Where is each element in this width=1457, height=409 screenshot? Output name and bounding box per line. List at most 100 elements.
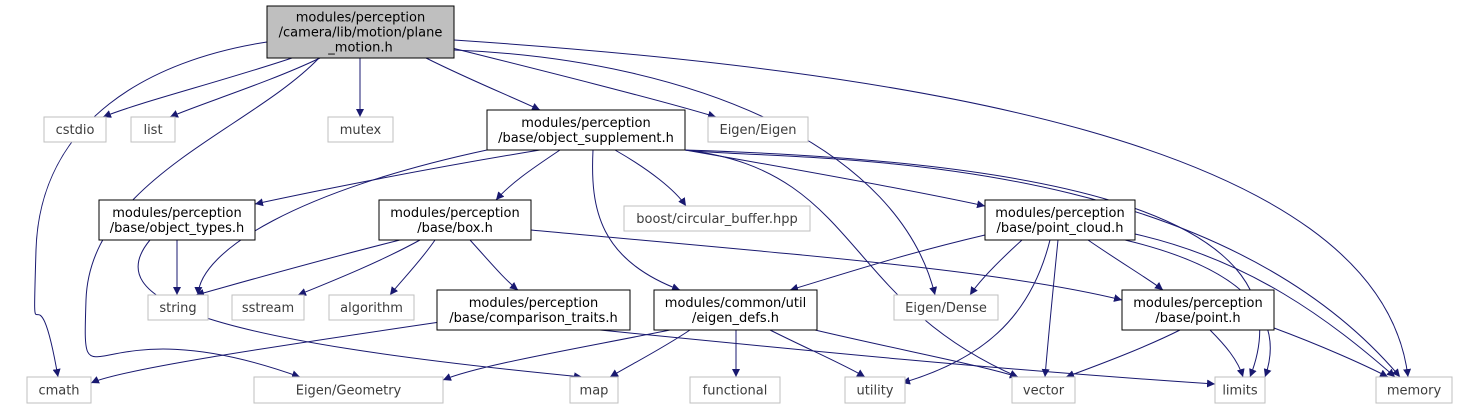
node-label: string [159,301,196,316]
edge-point_cloud-to-memory [1134,233,1396,378]
node-label: modules/common/util [665,296,806,311]
edge-object_supplement-to-vector [684,149,1019,378]
node-label: algorithm [340,301,403,316]
edge-object_supplement-to-point_cloud [684,149,986,209]
node-limits: limits [1214,376,1266,404]
edge-box-to-sstream [297,239,421,296]
node-box [436,289,631,331]
node-label: /base/object_types.h [110,221,245,236]
node-object-supplement[interactable]: modules/perception/base/object_supplemen… [486,109,686,151]
node-memory: memory [1375,376,1453,404]
node-box [689,376,781,404]
node-label: map [580,384,609,399]
node-box [26,376,92,404]
node-eigen-geometry: Eigen/Geometry [253,376,444,404]
node-map: map [569,376,619,404]
node-label: limits [1222,384,1258,399]
edge-root-to-eigen_dense [453,49,938,296]
node-algorithm: algorithm [328,294,415,321]
edge-box-to-comparison_traits [469,239,519,291]
node-box [984,199,1136,241]
edge-root-to-list [169,57,321,118]
edges-layer [34,39,1412,388]
edge-root-to-cstdio [102,57,293,118]
edge-eigen_defs-to-utility [769,329,866,378]
node-eigen-eigen: Eigen/Eigen [707,116,809,143]
edge-root-to-memory [453,39,1412,378]
edge-comparison_traits-to-cmath [90,321,441,384]
node-list: list [130,116,176,143]
node-box [231,294,305,321]
edge-object_supplement-to-memory [684,149,1401,378]
node-box [378,199,532,241]
edge-comparison_traits-to-limits [599,329,1216,388]
edge-eigen_defs-to-vector [814,329,1019,379]
edge-point_cloud-to-eigen_defs [789,234,986,292]
node-label: _motion.h [327,41,392,56]
node-object-types[interactable]: modules/perception/base/object_types.h [98,199,256,241]
node-label: /camera/lib/motion/plane [279,26,443,41]
edge-object_supplement-to-eigen_defs [592,149,681,291]
edge-point_cloud-to-eigen_dense [969,239,1023,296]
node-label: /eigen_defs.h [692,311,779,326]
edge-root-to-eigen_geometry [84,57,320,379]
node-circular-buffer: boost/circular_buffer.hpp [623,205,811,232]
node-label: functional [703,384,768,399]
node-box [844,376,906,404]
node-box [253,376,444,404]
node-string: string [147,294,209,321]
node-eigen-dense: Eigen/Dense [893,294,999,321]
edge-point-to-limits [1209,329,1245,378]
node-box [893,294,999,321]
node-label: modules/perception [469,296,598,311]
node-box [1121,289,1275,331]
node-label: mutex [340,123,382,138]
node-root[interactable]: modules/perception/camera/lib/motion/pla… [266,5,455,59]
node-label: /base/point_cloud.h [997,221,1124,236]
node-box[interactable]: modules/perception/base/box.h [378,199,532,241]
node-label: memory [1387,384,1442,399]
node-label: /base/box.h [417,221,493,236]
edge-eigen_defs-to-map [609,329,691,378]
node-box [1011,376,1076,404]
edge-point-to-vector [1065,329,1181,378]
node-label: Eigen/Dense [905,301,987,316]
node-label: Eigen/Geometry [296,384,402,399]
edge-object_supplement-to-box [495,149,561,201]
node-label: /base/point.h [1155,311,1240,326]
node-label: modules/perception [112,206,241,221]
node-box [328,294,415,321]
node-label: boost/circular_buffer.hpp [636,212,798,227]
node-point-cloud[interactable]: modules/perception/base/point_cloud.h [984,199,1136,241]
node-label: /base/comparison_traits.h [449,311,617,326]
node-box [147,294,209,321]
node-sstream: sstream [231,294,305,321]
node-utility: utility [844,376,906,404]
node-label: modules/perception [521,116,650,131]
edge-point_cloud-to-vector [1041,239,1059,378]
node-label: utility [857,384,894,399]
edge-object_supplement-to-limits [684,149,1261,378]
node-functional: functional [689,376,781,404]
edge-object_supplement-to-object_types [254,149,541,207]
edge-point_cloud-to-point [1087,239,1164,291]
edge-point-to-memory [1273,327,1389,378]
node-label: vector [1023,384,1065,399]
node-box [43,116,107,143]
edge-root-to-object_supplement [425,57,541,111]
edge-box-to-point [530,229,1123,302]
node-label: modules/perception [1133,296,1262,311]
node-cstdio: cstdio [43,116,107,143]
node-cmath: cmath [26,376,92,404]
node-box [266,5,455,59]
node-eigen-defs[interactable]: modules/common/util/eigen_defs.h [653,289,818,331]
node-point[interactable]: modules/perception/base/point.h [1121,289,1275,331]
node-label: cstdio [56,123,95,138]
node-label: /base/object_supplement.h [498,131,674,146]
node-label: list [143,123,162,138]
node-comparison-traits[interactable]: modules/perception/base/comparison_trait… [436,289,631,331]
edge-box-to-string [195,239,401,297]
node-box [486,109,686,151]
node-label: sstream [242,301,294,316]
